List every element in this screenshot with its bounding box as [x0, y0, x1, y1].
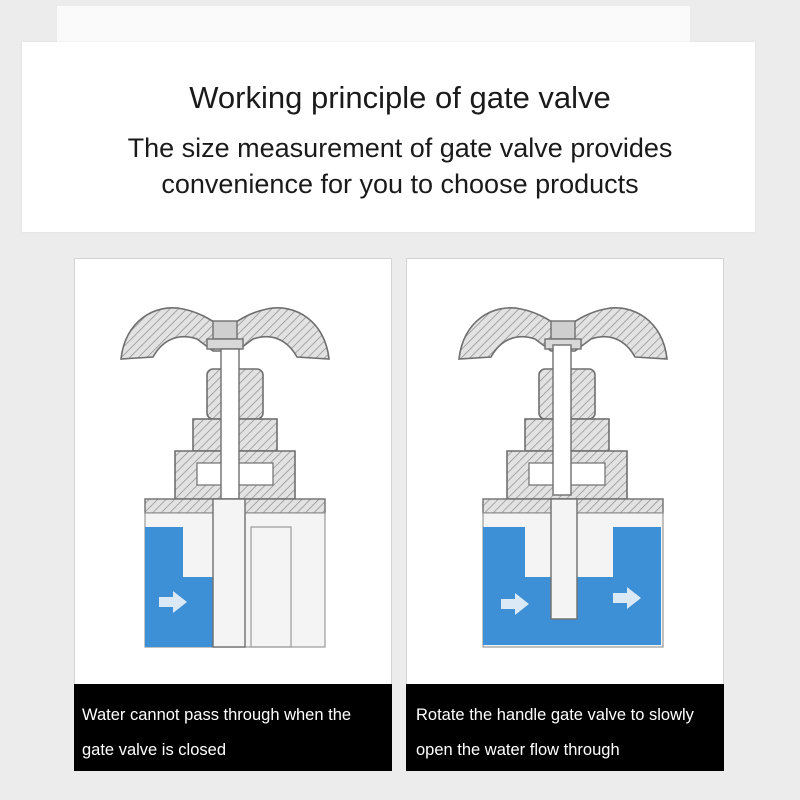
background-card — [57, 6, 690, 46]
flow-arrow-icon — [159, 591, 187, 613]
closed-valve-panel: Water cannot pass through when the gate … — [74, 258, 392, 771]
flow-arrow-icon — [613, 587, 641, 609]
title-card — [22, 42, 755, 232]
subtitle-line-2: convenience for you to choose products — [161, 169, 639, 199]
caption-open: Rotate the handle gate valve to slowly o… — [406, 684, 724, 771]
handwheel-icon — [458, 307, 668, 360]
handwheel-icon — [120, 307, 330, 360]
bonnet — [506, 344, 628, 500]
subtitle-line-1: The size measurement of gate valve provi… — [127, 133, 673, 163]
page-title: Working principle of gate valve — [189, 80, 611, 115]
caption-closed: Water cannot pass through when the gate … — [74, 684, 392, 771]
closed-valve-diagram — [120, 307, 330, 648]
downstream-chamber — [250, 526, 292, 648]
bonnet — [174, 348, 296, 500]
gate-open — [550, 498, 578, 620]
water-upstream — [145, 527, 215, 647]
open-valve-diagram — [458, 307, 668, 648]
open-valve-panel: Rotate the handle gate valve to slowly o… — [406, 258, 724, 771]
gate-closed — [212, 498, 246, 648]
flow-arrow-icon — [501, 593, 529, 615]
page-subtitle: The size measurement of gate valve provi… — [0, 130, 800, 202]
